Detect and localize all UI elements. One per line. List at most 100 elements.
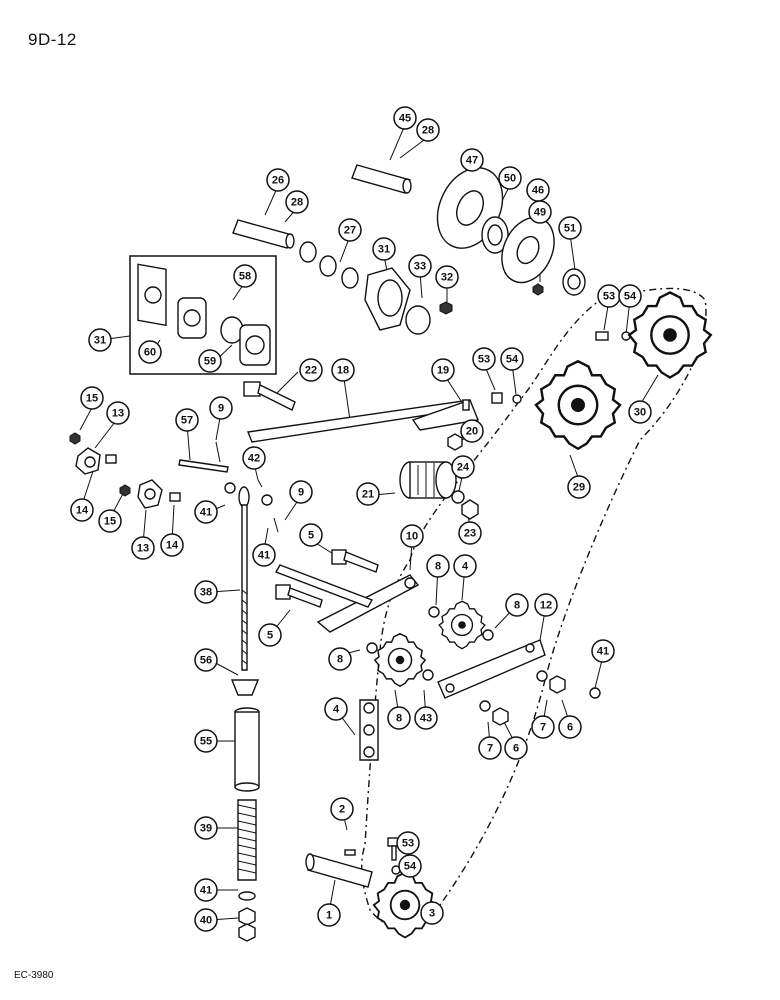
callout-number: 46 (532, 185, 544, 197)
callout-number: 8 (337, 654, 343, 666)
callout-42: 42 (242, 446, 266, 470)
callout-number: 57 (181, 415, 193, 427)
callout-55: 55 (194, 729, 218, 753)
callout-number: 43 (420, 713, 432, 725)
nut-23 (461, 499, 479, 520)
callout-number: 24 (457, 462, 470, 474)
callout-8: 8 (328, 647, 352, 671)
callout-leaders (79, 124, 659, 921)
callout-number: 4 (333, 704, 340, 716)
callout-41: 41 (591, 639, 615, 663)
callout-number: 9 (298, 487, 304, 499)
callout-28: 28 (285, 190, 309, 214)
callout-13: 13 (106, 401, 130, 425)
bolt-5-upper (331, 549, 379, 573)
callout-number: 38 (200, 587, 212, 599)
callout-number: 15 (104, 516, 116, 528)
roller-21 (399, 461, 457, 499)
callout-number: 60 (144, 347, 156, 359)
callout-33: 33 (408, 254, 432, 278)
callout-22: 22 (299, 358, 323, 382)
callout-9: 9 (289, 480, 313, 504)
page-reference: 9D-12 (28, 30, 77, 49)
sprocket-4-lower (374, 633, 426, 687)
callout-number: 6 (513, 743, 519, 755)
callout-number: 14 (76, 505, 89, 517)
callout-60: 60 (138, 340, 162, 364)
callout-number: 22 (305, 365, 317, 377)
callout-8: 8 (387, 706, 411, 730)
callout-number: 13 (137, 543, 149, 555)
callout-23: 23 (458, 521, 482, 545)
callout-number: 30 (634, 407, 646, 419)
callout-15: 15 (80, 386, 104, 410)
callout-number: 12 (540, 600, 552, 612)
callout-7: 7 (531, 715, 555, 739)
washers-41 (224, 482, 273, 506)
drawing-code: EC-3980 (14, 970, 54, 981)
callout-49: 49 (528, 200, 552, 224)
callout-6: 6 (504, 736, 528, 760)
callout-4: 4 (324, 697, 348, 721)
tube-55 (234, 707, 260, 792)
sprocket-30 (628, 291, 712, 379)
eye-rod-38 (238, 486, 250, 671)
callout-number: 9 (218, 403, 224, 415)
callout-30: 30 (628, 400, 652, 424)
callout-number: 26 (272, 175, 284, 187)
callout-53: 53 (396, 831, 420, 855)
callout-6: 6 (558, 715, 582, 739)
callout-38: 38 (194, 580, 218, 604)
callout-number: 20 (466, 426, 478, 438)
callout-5: 5 (258, 623, 282, 647)
callout-number: 41 (200, 885, 212, 897)
bolt-53-lower (387, 837, 401, 875)
callout-46: 46 (526, 178, 550, 202)
callout-32: 32 (435, 265, 459, 289)
sprocket-29 (534, 360, 622, 450)
callout-57: 57 (175, 408, 199, 432)
callout-3: 3 (420, 901, 444, 925)
callout-4: 4 (453, 554, 477, 578)
callout-number: 1 (326, 910, 332, 922)
callout-58: 58 (233, 264, 257, 288)
callout-31: 31 (88, 328, 112, 352)
bolt-5-lower (275, 584, 323, 608)
clip-56 (230, 679, 260, 696)
callout-10: 10 (400, 524, 424, 548)
screw-19 (462, 399, 470, 411)
callout-56: 56 (194, 648, 218, 672)
spring-39 (237, 799, 257, 881)
callout-number: 31 (378, 244, 390, 256)
callout-number: 58 (239, 271, 251, 283)
callout-number: 5 (308, 530, 314, 542)
callout-27: 27 (338, 218, 362, 242)
callout-number: 40 (200, 915, 212, 927)
callout-number: 8 (514, 600, 520, 612)
callout-14: 14 (160, 533, 184, 557)
callout-number: 33 (414, 261, 426, 273)
callout-40: 40 (194, 908, 218, 932)
cotter-pins (215, 441, 279, 533)
sprocket-4-upper (438, 600, 486, 650)
callout-number: 47 (466, 155, 478, 167)
callout-number: 13 (112, 408, 124, 420)
callout-number: 41 (597, 646, 609, 658)
inset-bearing-kit (129, 255, 277, 375)
callout-number: 7 (487, 743, 493, 755)
callout-7: 7 (478, 736, 502, 760)
callout-50: 50 (498, 166, 522, 190)
callout-number: 2 (339, 804, 345, 816)
callout-2: 2 (330, 797, 354, 821)
bracket-18 (247, 399, 479, 443)
washer-24 (451, 490, 465, 504)
callout-number: 45 (399, 113, 411, 125)
callout-number: 28 (291, 197, 303, 209)
callout-number: 5 (267, 630, 273, 642)
bolt-53-upper (595, 331, 631, 341)
callout-number: 18 (337, 365, 349, 377)
callout-54: 54 (500, 347, 524, 371)
bearing-block-left (69, 432, 181, 509)
drive-shaft-1 (305, 849, 373, 888)
